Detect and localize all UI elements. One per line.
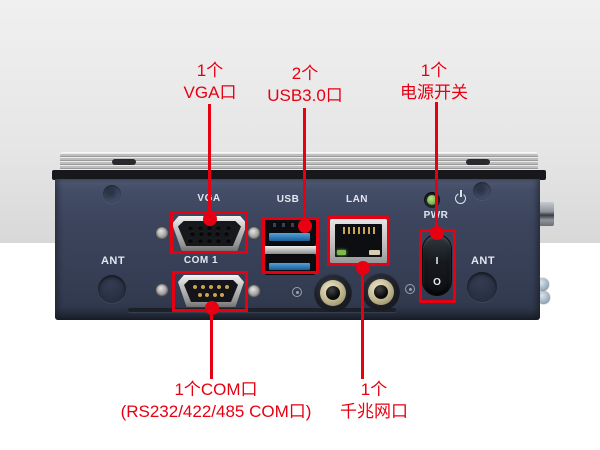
power-annotation-line2: 电源开关 — [400, 83, 468, 102]
ant-right-label: ANT — [470, 255, 496, 267]
switch-off-mark: O — [433, 277, 441, 288]
com-annotation-line2: (RS232/422/485 COM口) — [120, 402, 312, 421]
panel-indent — [473, 182, 491, 200]
lan-label: LAN — [345, 194, 369, 205]
lan-port-cavity — [335, 224, 382, 257]
usb-highlight-box — [262, 217, 319, 274]
lan-led-amber — [369, 250, 380, 255]
top-heatsink-fins — [60, 153, 538, 171]
lan-annotation-line1: 1个 — [360, 380, 388, 399]
vga-annotation-line2: VGA口 — [183, 83, 237, 102]
ant-left-label: ANT — [100, 255, 126, 267]
panel-indent — [103, 185, 121, 203]
usb-leader-line — [303, 108, 306, 226]
jack-screw — [248, 285, 260, 297]
com-leader-dot — [205, 301, 219, 315]
lan-leader-line — [361, 268, 364, 379]
side-screw — [537, 291, 550, 304]
power-icon — [455, 193, 466, 204]
lan-annotation: 1个 千兆网口 — [314, 379, 434, 423]
usb3-port-bottom — [265, 255, 315, 274]
power-switch-highlight-box — [419, 229, 456, 303]
top-edge-band — [52, 170, 546, 180]
com-annotation: 1个COM口 (RS232/422/485 COM口) — [96, 379, 336, 423]
jack-screw — [156, 227, 168, 239]
top-slot-left — [112, 159, 136, 165]
power-leader-dot — [430, 226, 444, 240]
antenna-connector — [538, 202, 554, 226]
lan-highlight-box — [327, 216, 390, 266]
jack-screw — [156, 284, 168, 296]
vga-annotation: 1个 VGA口 — [150, 60, 270, 104]
ant-hole-left — [98, 275, 126, 303]
lan-gold-pins — [343, 227, 375, 234]
audio-jack-icon — [405, 284, 415, 294]
switch-on-mark: I — [435, 256, 439, 267]
usb-annotation: 2个 USB3.0口 — [245, 63, 365, 107]
usb-annotation-line2: USB3.0口 — [267, 86, 343, 105]
usb-leader-dot — [298, 219, 312, 233]
lan-led-green — [337, 250, 346, 255]
jack-screw — [248, 227, 260, 239]
com-leader-line — [210, 308, 213, 379]
com-port-insert — [184, 280, 238, 302]
vga-leader-line — [208, 104, 211, 219]
lan-leader-dot — [356, 261, 370, 275]
lan-port — [330, 219, 387, 263]
usb-annotation-line1: 2个 — [291, 64, 319, 83]
usb-label: USB — [276, 194, 300, 205]
power-annotation: 1个 电源开关 — [374, 60, 494, 104]
usb-blue-tongue — [269, 263, 310, 270]
vga-annotation-line1: 1个 — [196, 61, 224, 80]
audio-jack — [314, 274, 352, 312]
ant-hole-right — [467, 272, 497, 302]
power-leader-line — [435, 102, 438, 233]
audio-jack-icon — [292, 287, 302, 297]
top-slot-right — [466, 159, 490, 165]
front-panel: ANT ANT VGA COM 1 — [55, 179, 540, 320]
power-annotation-line1: 1个 — [420, 61, 448, 80]
bottom-groove — [128, 308, 396, 312]
usb-blue-tongue — [269, 233, 310, 241]
lan-annotation-line2: 千兆网口 — [340, 402, 408, 421]
power-rocker-switch: I O — [423, 235, 451, 295]
vga-leader-dot — [203, 212, 217, 226]
usb-pins — [273, 223, 307, 227]
usb-divider — [263, 246, 317, 254]
com-annotation-line1: 1个COM口 — [174, 380, 258, 399]
audio-jack — [362, 273, 400, 311]
com-label: COM 1 — [183, 255, 219, 266]
